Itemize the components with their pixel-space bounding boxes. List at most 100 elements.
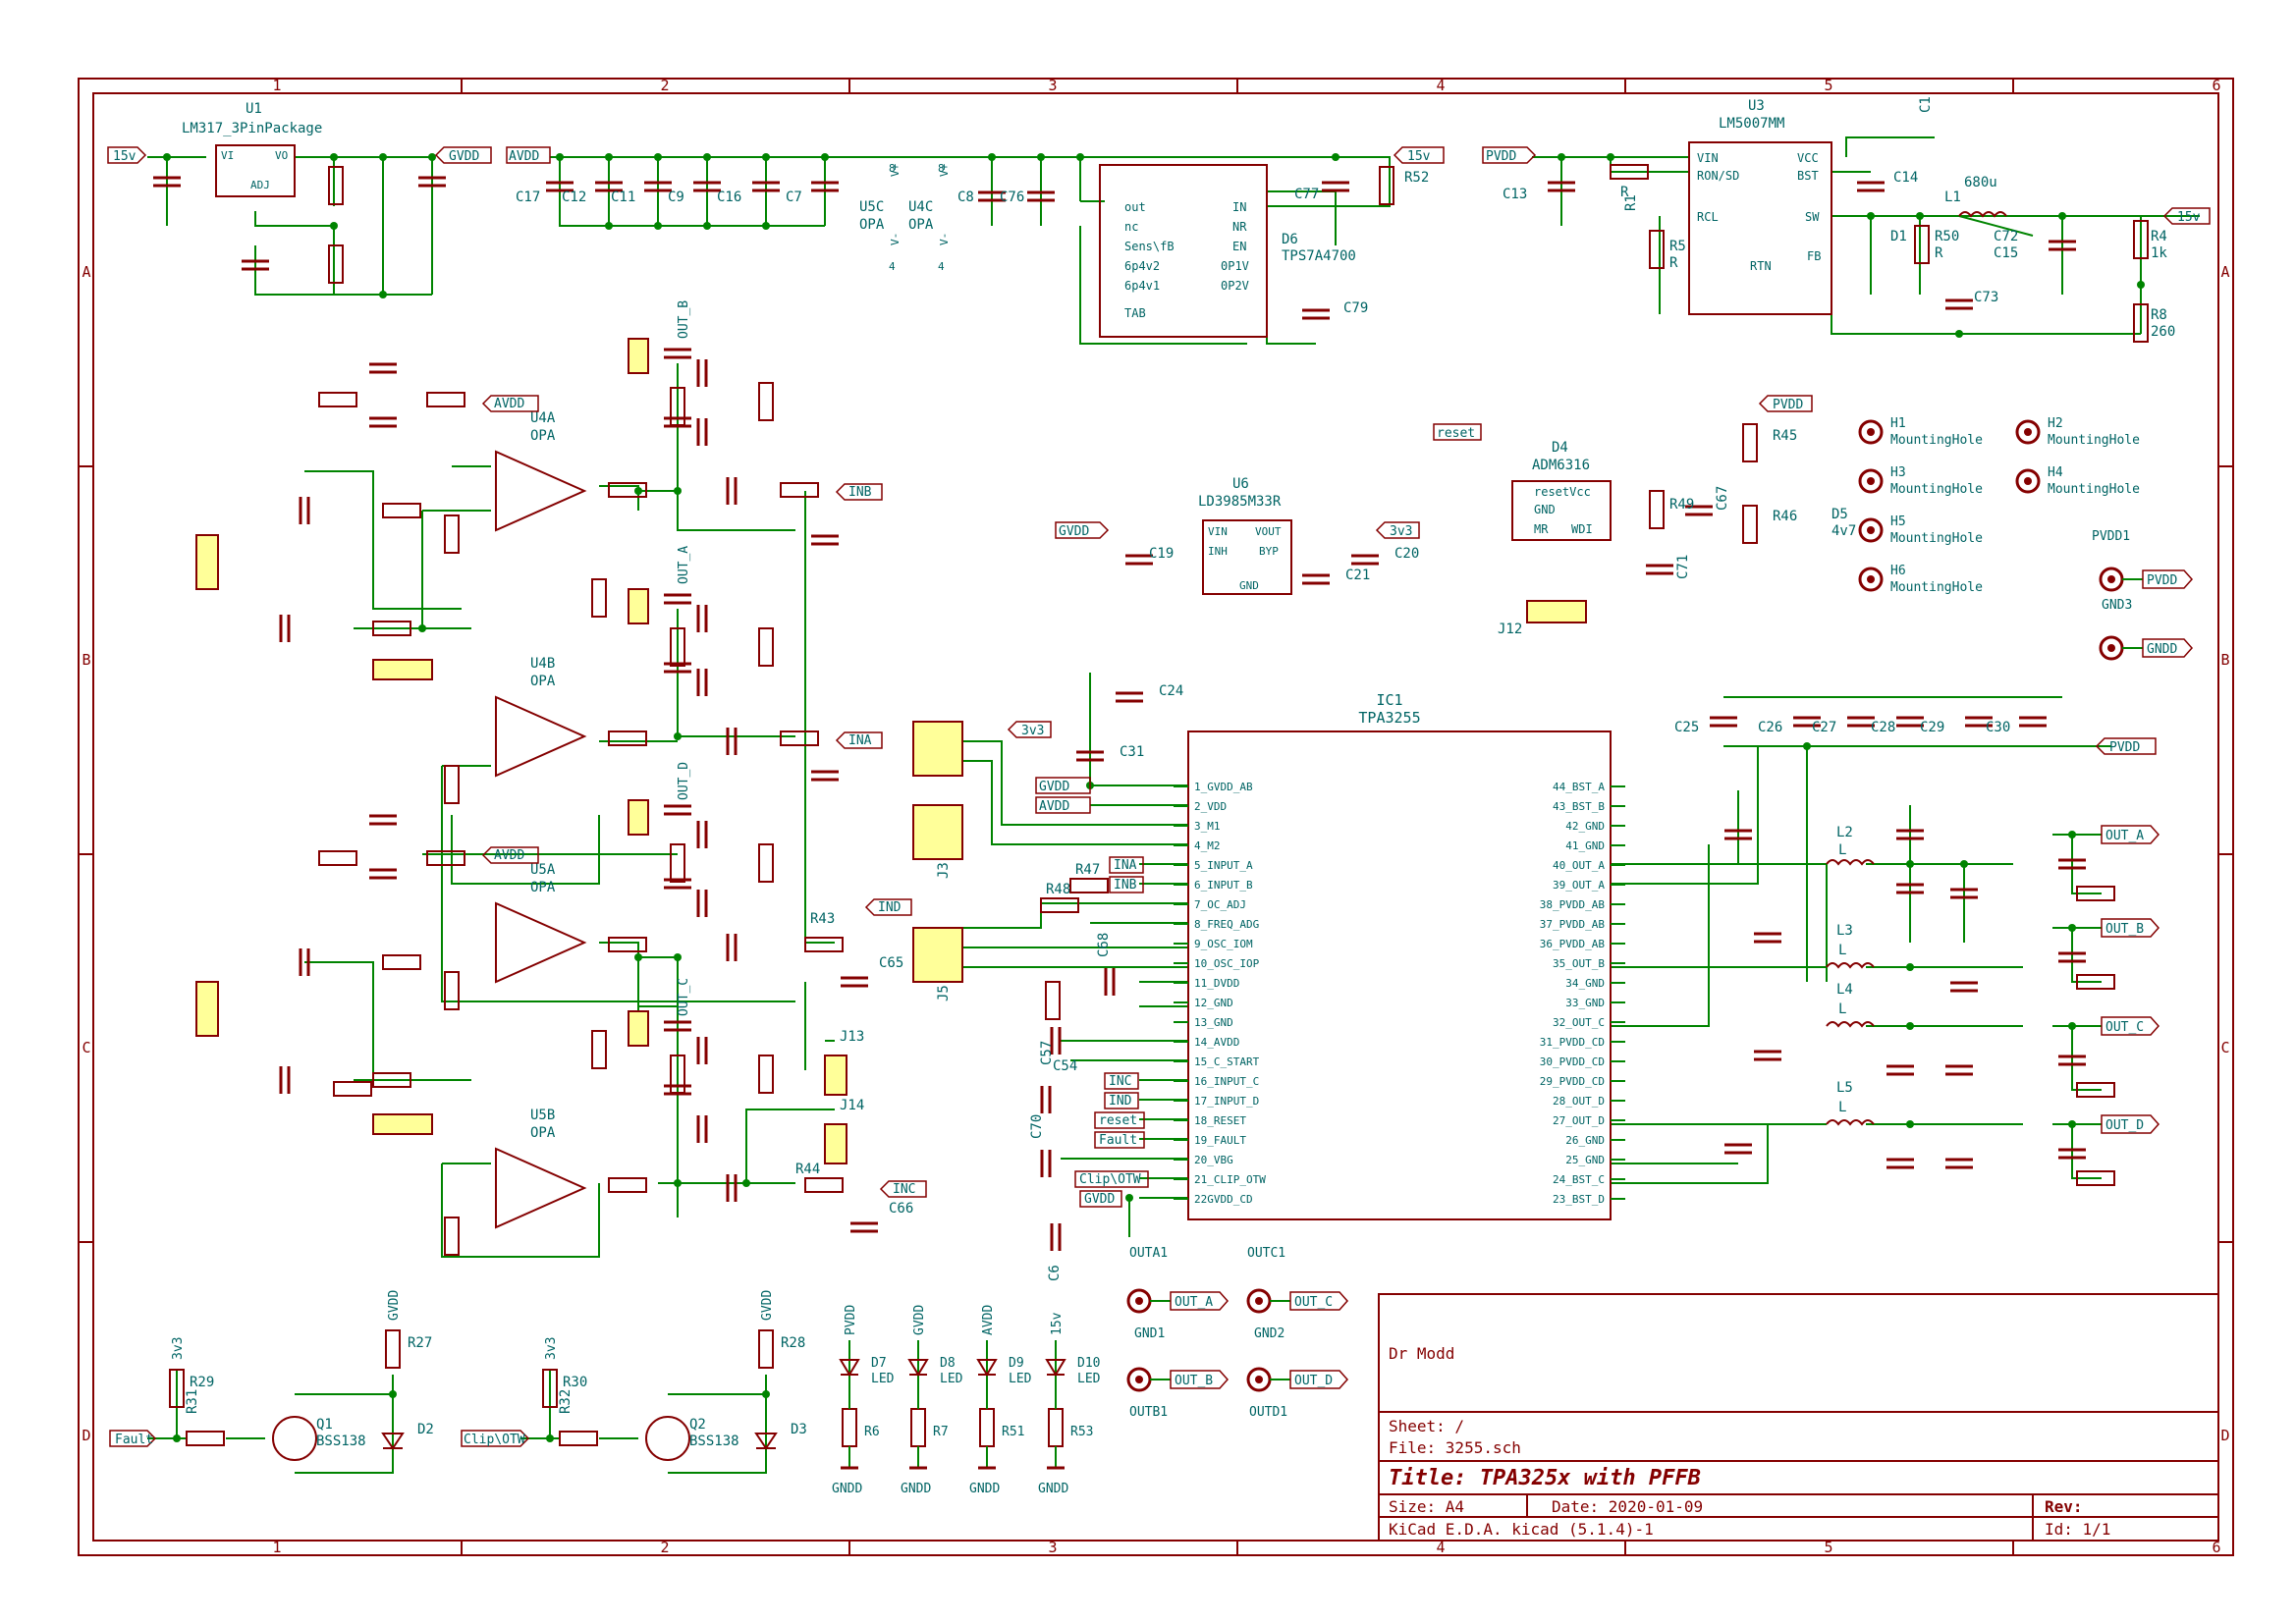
ic1-pin-label: 40_OUT_A bbox=[1553, 859, 1605, 872]
output-label-box bbox=[2101, 1016, 2160, 1036]
tb-company: Dr Modd bbox=[1389, 1344, 1454, 1363]
pad-ref: GND1 bbox=[1134, 1326, 1165, 1341]
u4c-pin4: 4 bbox=[938, 260, 945, 273]
c15-ref: C15 bbox=[1994, 245, 2018, 261]
r45-ref: R45 bbox=[1773, 428, 1797, 444]
u4c-pin8: 8 bbox=[938, 162, 945, 175]
ic1-pin-label: 20_VBG bbox=[1194, 1154, 1233, 1166]
led-gnd-label: GNDD bbox=[969, 1482, 1000, 1496]
r5-ref: R5 bbox=[1669, 239, 1686, 254]
j3-ref: J3 bbox=[936, 862, 952, 879]
ic1-pin-label: 18_RESET bbox=[1194, 1114, 1246, 1127]
led-res-ref: R6 bbox=[864, 1425, 880, 1439]
u5b-value: OPA bbox=[530, 1125, 556, 1141]
r8-value: 260 bbox=[2151, 324, 2175, 340]
r52-ref: R52 bbox=[1404, 170, 1429, 186]
c24-ref: C24 bbox=[1159, 683, 1183, 699]
u3-pin-vin: VIN bbox=[1697, 151, 1719, 165]
net-label-text: reset bbox=[1099, 1113, 1137, 1128]
net-pvdd-d4: PVDD bbox=[1773, 398, 1803, 412]
ic1-pin-label: 44_BST_A bbox=[1553, 781, 1605, 793]
c77-ref: C77 bbox=[1294, 187, 1319, 202]
ic1-tpa3255: IC1 TPA3255 1_GVDD_AB2_VDD3_M14_M25_INPU… bbox=[1174, 691, 1625, 1220]
capacitor-ref: C27 bbox=[1812, 720, 1836, 735]
net-label-text: IND bbox=[1109, 1094, 1132, 1109]
d4-pin-wdi: WDI bbox=[1571, 522, 1593, 536]
u4b-value: OPA bbox=[530, 674, 556, 689]
l1-value: 680u bbox=[1964, 175, 1997, 190]
c68-ref: C68 bbox=[1096, 933, 1112, 957]
d4-pin-mr: MR bbox=[1534, 522, 1549, 536]
l3-ref: L3 bbox=[1836, 923, 1853, 939]
pad-ref: OUTC1 bbox=[1247, 1246, 1285, 1261]
l1-ref: L1 bbox=[1944, 189, 1961, 205]
mounting-hole-icon bbox=[2015, 419, 2041, 445]
tb-date: Date: 2020-01-09 bbox=[1552, 1497, 1703, 1516]
c1-ref: C1 bbox=[1918, 96, 1934, 113]
d3-ref: D3 bbox=[791, 1422, 807, 1437]
net-15v-top: 15v bbox=[1407, 149, 1431, 164]
pad-net-text: OUT_A bbox=[1175, 1295, 1213, 1310]
j12-ref: J12 bbox=[1498, 622, 1522, 637]
ic1-pin-label: 12_GND bbox=[1194, 997, 1233, 1009]
d6-r0: IN bbox=[1232, 200, 1246, 214]
ic1-left-pins: 1_GVDD_AB2_VDD3_M14_M25_INPUT_A6_INPUT_B… bbox=[1174, 781, 1266, 1206]
d4-pin-gnd: GND bbox=[1534, 503, 1556, 516]
net-3v3-u6: 3v3 bbox=[1390, 524, 1412, 539]
u1-vo: VO bbox=[275, 149, 288, 162]
u6-pin-inh: INH bbox=[1208, 545, 1228, 558]
d4-ref: D4 bbox=[1552, 440, 1568, 456]
part-labels: R4 1k R8 260 D1 R50 R R5 R R1 R C1 C13 C… bbox=[795, 96, 2175, 1281]
net-3v3-q2: 3v3 bbox=[544, 1337, 559, 1360]
led-supply-net: PVDD bbox=[844, 1305, 858, 1335]
c20-ref: C20 bbox=[1394, 546, 1419, 562]
u3-ref: U3 bbox=[1748, 98, 1765, 114]
ic1-pin-label: 36_PVDD_AB bbox=[1540, 938, 1606, 950]
output-label-text: OUT_C bbox=[2105, 1020, 2144, 1035]
q2-value: BSS138 bbox=[689, 1434, 739, 1449]
d4-pin-resetvcc: resetVcc bbox=[1534, 485, 1591, 499]
inductors bbox=[1826, 211, 2007, 1126]
ic1-pin-label: 33_GND bbox=[1565, 997, 1605, 1009]
u4b-ref: U4B bbox=[530, 656, 555, 672]
net-label-text: INA bbox=[1114, 858, 1137, 873]
mounting-hole-value: MountingHole bbox=[1890, 531, 1983, 546]
capacitor-ref: C12 bbox=[562, 189, 586, 205]
mounting-hole-value: MountingHole bbox=[1890, 433, 1983, 448]
r50-ref: R50 bbox=[1935, 229, 1959, 244]
ic1-pin-label: 42_GND bbox=[1565, 820, 1605, 833]
pad-net-box bbox=[1170, 1291, 1230, 1311]
capacitor-ref: C29 bbox=[1920, 720, 1944, 735]
inductor-labels: L2 L L3 L L4 L L5 L L1 680u bbox=[1836, 175, 1997, 1115]
mounting-holes: H1MountingHoleH2MountingHoleH3MountingHo… bbox=[1858, 416, 2140, 595]
u3-value: LM5007MM bbox=[1719, 116, 1784, 132]
u3-pin-sw: SW bbox=[1805, 210, 1820, 224]
tb-tool: KiCad E.D.A. kicad (5.1.4)-1 bbox=[1389, 1520, 1654, 1539]
mounting-hole-icon bbox=[2015, 468, 2041, 494]
d6-r2: EN bbox=[1232, 240, 1246, 253]
ic1-pin-label: 15_C_START bbox=[1194, 1055, 1260, 1068]
mounting-hole-ref: H5 bbox=[1890, 514, 1906, 529]
pad-net-box bbox=[2142, 569, 2194, 589]
led-ref: D7 bbox=[871, 1356, 887, 1371]
r44-ref: R44 bbox=[795, 1162, 820, 1177]
ic1-pin-label: 39_OUT_A bbox=[1553, 879, 1605, 892]
sheet-frame bbox=[78, 78, 2234, 1556]
u4a-value: OPA bbox=[530, 428, 556, 444]
u6-pin-gnd: GND bbox=[1239, 579, 1259, 592]
net-label-text: INC bbox=[1109, 1074, 1131, 1089]
net-gvdd-ic: GVDD bbox=[1039, 780, 1069, 794]
d6-ref: D6 bbox=[1282, 232, 1298, 247]
ic1-pin-label: 25_GND bbox=[1565, 1154, 1605, 1166]
pad-ref: OUTB1 bbox=[1129, 1405, 1168, 1420]
ic1-pin-label: 1_GVDD_AB bbox=[1194, 781, 1253, 793]
net-label-box bbox=[835, 731, 883, 749]
c67-ref: C67 bbox=[1715, 486, 1730, 511]
d6-l0: out bbox=[1124, 200, 1146, 214]
net-label-box bbox=[1094, 1111, 1145, 1129]
capacitor-ref: C25 bbox=[1674, 720, 1699, 735]
q1-ref: Q1 bbox=[316, 1417, 333, 1433]
led-icon bbox=[907, 1359, 929, 1377]
ic1-pin-label: 23_BST_D bbox=[1553, 1193, 1605, 1206]
